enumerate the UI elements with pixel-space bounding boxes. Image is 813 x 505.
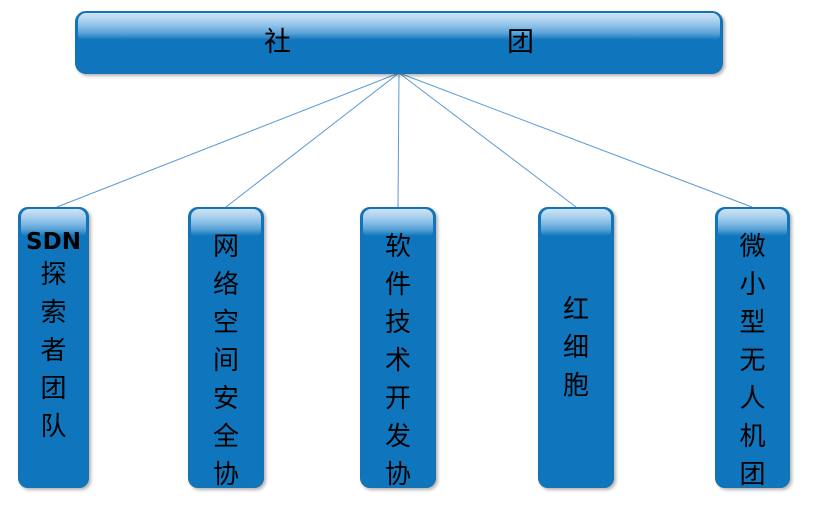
node-label-glyph: 胞	[562, 370, 589, 401]
node-label: 软件技术开发协会	[361, 208, 435, 487]
node-label-glyph: 队	[40, 412, 67, 442]
node-label-glyph: 术	[384, 346, 411, 376]
node-label-glyph: SDN	[26, 229, 81, 255]
node-label-glyph: 间	[212, 346, 239, 376]
node-label-glyph: 网	[212, 232, 239, 262]
node-red-blood-cell[interactable]: 红细胞	[538, 207, 614, 488]
node-label-glyph: 者	[40, 336, 67, 366]
node-label-glyph: 全	[212, 422, 239, 452]
node-label-glyph: 索	[40, 298, 67, 328]
node-label: 红细胞	[539, 208, 613, 487]
node-label-glyph: 件	[384, 270, 411, 300]
node-label-glyph: 无	[739, 346, 766, 376]
node-label-glyph: 发	[384, 422, 411, 452]
node-micro-uav-team[interactable]: 微小型无人机团队	[715, 207, 790, 488]
node-sdn-explorer-team[interactable]: SDN 探索者团队	[18, 207, 89, 488]
node-label-glyph: 细	[562, 332, 589, 363]
node-label-glyph: 机	[739, 422, 766, 452]
node-label: 网络空间安全协会	[189, 208, 263, 487]
node-root[interactable]: 社 团	[75, 11, 723, 74]
node-label-glyph: 安	[212, 384, 239, 414]
node-label-glyph: 开	[384, 384, 411, 414]
connector-line	[225, 72, 400, 208]
node-label-glyph: 空	[212, 308, 239, 338]
node-label-glyph: 协	[212, 460, 239, 488]
node-label-glyph: 团	[739, 460, 766, 488]
node-label-glyph: 红	[562, 294, 589, 325]
connector-line	[398, 72, 577, 208]
node-label-glyph: 型	[739, 308, 766, 338]
node-label-glyph: 软	[384, 232, 411, 262]
connector-line	[397, 72, 400, 208]
node-root-label: 社 团	[264, 27, 588, 58]
node-label-glyph: 小	[739, 270, 766, 300]
node-label: SDN 探索者团队	[19, 208, 88, 487]
node-label-glyph: 技	[384, 308, 411, 338]
node-label-glyph: 团	[40, 374, 67, 404]
connector-lines	[56, 72, 753, 208]
node-label-glyph: 探	[40, 260, 67, 290]
node-label-glyph: 人	[739, 384, 766, 414]
node-cyberspace-security-association[interactable]: 网络空间安全协会	[188, 207, 264, 488]
node-label: 微小型无人机团队	[716, 208, 789, 487]
connector-line	[56, 72, 400, 208]
connector-line	[398, 72, 753, 208]
node-label-glyph: 协	[384, 460, 411, 488]
node-software-tech-development-association[interactable]: 软件技术开发协会	[360, 207, 436, 488]
node-label-glyph: 微	[739, 232, 766, 262]
node-label-glyph: 络	[212, 270, 239, 300]
